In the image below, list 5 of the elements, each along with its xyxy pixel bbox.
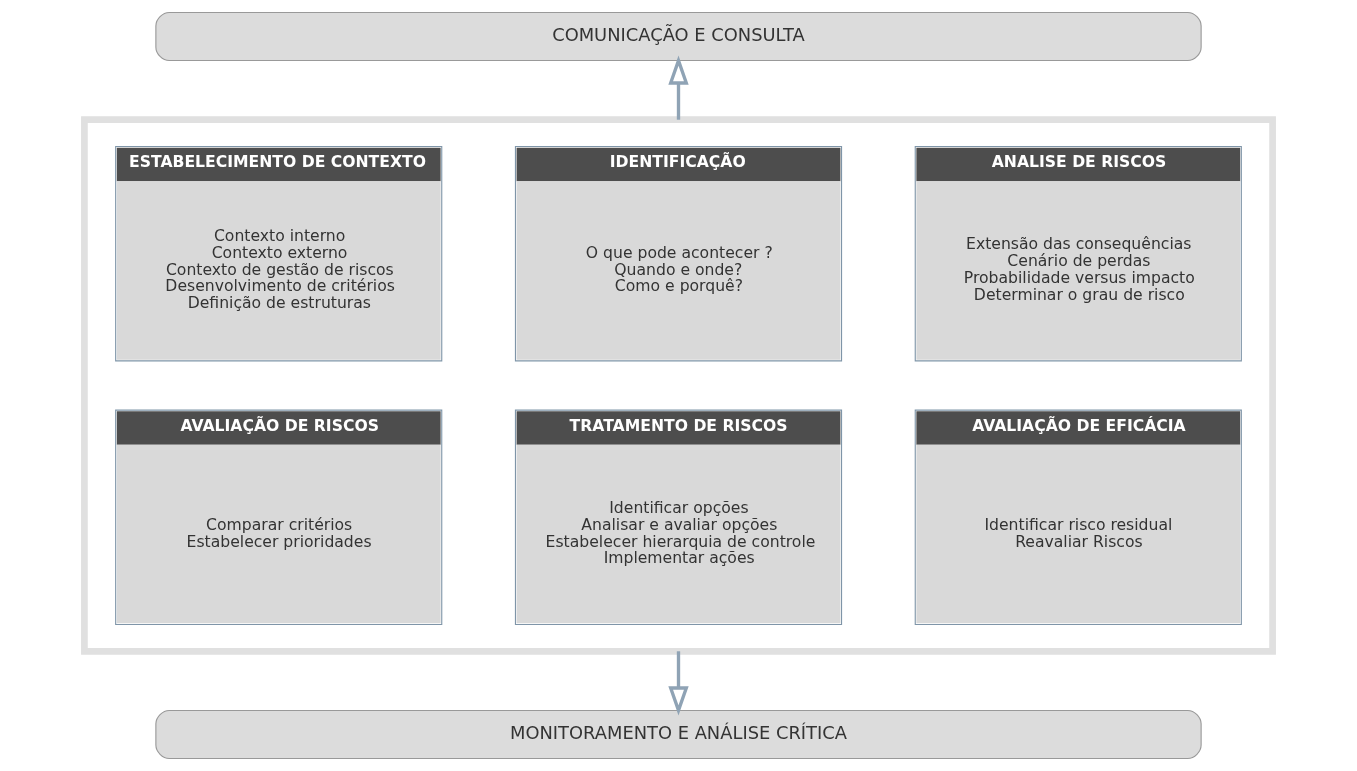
arrow	[668, 55, 689, 120]
arrow	[668, 651, 689, 716]
node-box: MONITORAMENTO E ANÁLISE CRÍTICA	[155, 709, 1202, 760]
node-box: COMUNICAÇÃO E CONSULTA	[155, 11, 1202, 62]
cluster	[81, 116, 1276, 655]
